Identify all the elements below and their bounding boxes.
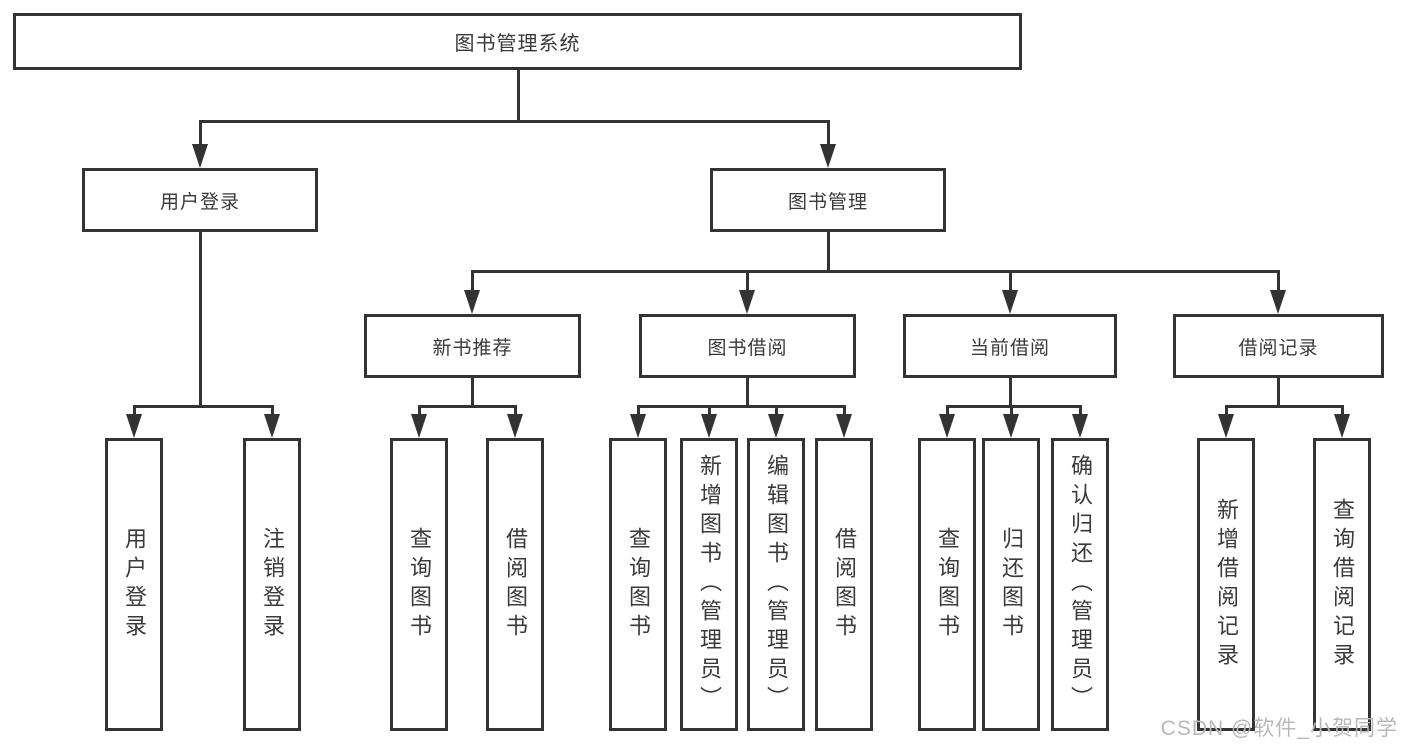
node-leaf-query-books-1: 查询图书 bbox=[390, 438, 448, 731]
node-book-management: 图书管理 bbox=[710, 168, 946, 232]
current-borrow-label: 当前借阅 bbox=[969, 337, 1050, 359]
connector-leaf-stub bbox=[775, 405, 778, 415]
connector-arrow-leaf bbox=[701, 414, 717, 438]
connector-current-borrow-hline bbox=[946, 405, 1081, 408]
leaf-add-borrow-record-label: 新增借阅记录 bbox=[1214, 497, 1239, 672]
leaf-query-books-3-label: 查询图书 bbox=[935, 526, 960, 643]
book-borrow-label: 图书借阅 bbox=[707, 337, 788, 359]
node-leaf-borrow-books-1: 借阅图书 bbox=[486, 438, 544, 731]
connector-current-borrow-drop bbox=[1009, 378, 1012, 405]
connector-leaf-stub bbox=[946, 405, 949, 415]
book-management-label: 图书管理 bbox=[787, 191, 868, 213]
node-book-borrow: 图书借阅 bbox=[639, 314, 856, 378]
node-user-login: 用户登录 bbox=[82, 168, 318, 232]
borrow-records-label: 借阅记录 bbox=[1238, 337, 1319, 359]
connector-leaf-stub bbox=[708, 405, 711, 415]
connector-arrow-leaf bbox=[507, 414, 523, 438]
connector-arrow-leaf bbox=[1218, 414, 1234, 438]
connector-arrow-level3 bbox=[739, 290, 755, 314]
connector-level3-stub bbox=[1277, 270, 1280, 292]
node-current-borrow: 当前借阅 bbox=[903, 314, 1117, 378]
leaf-add-book-admin-label: 新增图书（管理员） bbox=[697, 454, 722, 715]
node-root-title: 图书管理系统 bbox=[13, 13, 1022, 70]
leaf-logout-label: 注销登录 bbox=[260, 526, 285, 643]
connector-arrow-book-mgmt bbox=[820, 144, 836, 168]
connector-arrow-leaf bbox=[1072, 414, 1088, 438]
connector-book-mgmt-drop bbox=[827, 232, 830, 270]
connector-arrow-leaf bbox=[1003, 414, 1019, 438]
connector-user-login-hline bbox=[133, 405, 274, 408]
node-leaf-user-login: 用户登录 bbox=[105, 438, 163, 731]
connector-book-borrow-hline bbox=[637, 405, 845, 408]
connector-leaf-stub bbox=[1225, 405, 1228, 415]
leaf-borrow-books-1-label: 借阅图书 bbox=[503, 526, 528, 643]
connector-arrow-user-login bbox=[192, 144, 208, 168]
connector-level3-stub bbox=[746, 270, 749, 292]
leaf-query-books-1-label: 查询图书 bbox=[407, 526, 432, 643]
node-leaf-confirm-return-admin: 确认归还（管理员） bbox=[1051, 438, 1109, 731]
node-leaf-edit-book-admin: 编辑图书（管理员） bbox=[747, 438, 805, 731]
connector-arrow-leaf bbox=[939, 414, 955, 438]
node-leaf-logout: 注销登录 bbox=[243, 438, 301, 731]
connector-borrow-records-drop bbox=[1277, 378, 1280, 405]
connector-arrow-leaf bbox=[1334, 414, 1350, 438]
connector-leaf-stub bbox=[637, 405, 640, 415]
leaf-confirm-return-admin-label: 确认归还（管理员） bbox=[1068, 454, 1093, 715]
connector-new-book-hline bbox=[418, 405, 517, 408]
connector-leaf-stub bbox=[514, 405, 517, 415]
connector-arrow-level3 bbox=[1002, 290, 1018, 314]
new-book-recommend-label: 新书推荐 bbox=[432, 337, 513, 359]
node-leaf-query-books-2: 查询图书 bbox=[609, 438, 667, 731]
root-title-label: 图书管理系统 bbox=[454, 33, 581, 55]
connector-leaf-stub bbox=[418, 405, 421, 415]
connector-root-drop bbox=[517, 70, 520, 120]
connector-level3-hline bbox=[471, 270, 1280, 273]
node-leaf-query-books-3: 查询图书 bbox=[918, 438, 976, 731]
connector-arrow-leaf bbox=[836, 414, 852, 438]
node-leaf-add-book-admin: 新增图书（管理员） bbox=[680, 438, 738, 731]
leaf-edit-book-admin-label: 编辑图书（管理员） bbox=[764, 454, 789, 715]
connector-arrow-level3 bbox=[464, 290, 480, 314]
connector-leaf-stub bbox=[843, 405, 846, 415]
connector-user-login-drop bbox=[199, 232, 202, 405]
connector-book-mgmt-stub bbox=[827, 120, 830, 146]
node-leaf-borrow-books-2: 借阅图书 bbox=[815, 438, 873, 731]
connector-level3-stub bbox=[471, 270, 474, 292]
connector-arrow-level3 bbox=[1270, 290, 1286, 314]
node-borrow-records: 借阅记录 bbox=[1173, 314, 1384, 378]
connector-arrow-leaf bbox=[126, 414, 142, 438]
connector-borrow-records-hline bbox=[1225, 405, 1343, 408]
connector-level1-hline bbox=[199, 120, 830, 123]
connector-leaf-stub bbox=[1079, 405, 1082, 415]
connector-leaf-stub bbox=[1010, 405, 1013, 415]
connector-user-login-stub bbox=[199, 120, 202, 146]
connector-leaf-stub bbox=[1341, 405, 1344, 415]
connector-arrow-leaf bbox=[630, 414, 646, 438]
node-leaf-add-borrow-record: 新增借阅记录 bbox=[1197, 438, 1255, 731]
connector-new-book-drop bbox=[471, 378, 474, 405]
node-leaf-query-borrow-record: 查询借阅记录 bbox=[1313, 438, 1371, 731]
user-login-label: 用户登录 bbox=[159, 191, 240, 213]
node-new-book-recommend: 新书推荐 bbox=[364, 314, 581, 378]
connector-arrow-leaf bbox=[768, 414, 784, 438]
leaf-user-login-label: 用户登录 bbox=[122, 526, 147, 643]
csdn-watermark: CSDN @软件_小贺同学 bbox=[1160, 717, 1398, 740]
leaf-return-book-label: 归还图书 bbox=[999, 526, 1024, 643]
connector-arrow-leaf bbox=[411, 414, 427, 438]
node-leaf-return-book: 归还图书 bbox=[982, 438, 1040, 731]
connector-book-borrow-drop bbox=[746, 378, 749, 405]
leaf-borrow-books-2-label: 借阅图书 bbox=[832, 526, 857, 643]
leaf-query-borrow-record-label: 查询借阅记录 bbox=[1330, 497, 1355, 672]
connector-leaf-stub bbox=[133, 405, 136, 415]
connector-leaf-stub bbox=[271, 405, 274, 415]
connector-arrow-leaf bbox=[264, 414, 280, 438]
connector-level3-stub bbox=[1009, 270, 1012, 292]
leaf-query-books-2-label: 查询图书 bbox=[626, 526, 651, 643]
